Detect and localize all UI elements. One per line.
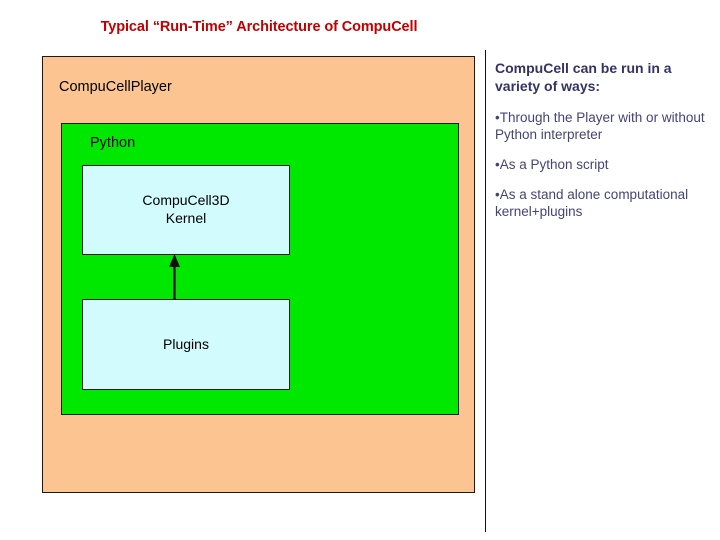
bullet-item-2: •As a Python script xyxy=(495,156,713,173)
plugins-box: Plugins xyxy=(82,299,290,390)
bullet-marker-3: • xyxy=(495,186,500,202)
compucell-player-label: CompuCellPlayer xyxy=(59,79,172,95)
bullet-item-3: •As a stand alone computational kernel+p… xyxy=(495,186,713,220)
python-box: Python CompuCell3D Kernel Plugins xyxy=(61,123,459,415)
bullet-text-2: As a Python script xyxy=(499,156,609,172)
page-title: Typical “Run-Time” Architecture of Compu… xyxy=(100,19,418,35)
python-label: Python xyxy=(90,135,136,151)
bullet-item-1: •Through the Player with or without Pyth… xyxy=(495,109,713,143)
bullet-marker-2: • xyxy=(495,156,500,172)
plugins-label: Plugins xyxy=(163,335,209,352)
compucell3d-kernel-label: CompuCell3D Kernel xyxy=(142,192,230,226)
compucell-player-box: CompuCellPlayer Python CompuCell3D Kerne… xyxy=(42,56,475,493)
bullet-text-1: Through the Player with or without Pytho… xyxy=(495,109,705,142)
compucell3d-kernel-box: CompuCell3D Kernel xyxy=(82,165,290,255)
bullet-marker-1: • xyxy=(495,109,500,125)
right-column-heading: CompuCell can be run in a variety of way… xyxy=(495,60,672,94)
right-text-column: CompuCell can be run in a variety of way… xyxy=(495,60,713,233)
column-divider xyxy=(485,50,486,532)
plugins-to-kernel-arrow-icon xyxy=(166,254,183,300)
bullet-text-3: As a stand alone computational kernel+pl… xyxy=(495,186,689,219)
